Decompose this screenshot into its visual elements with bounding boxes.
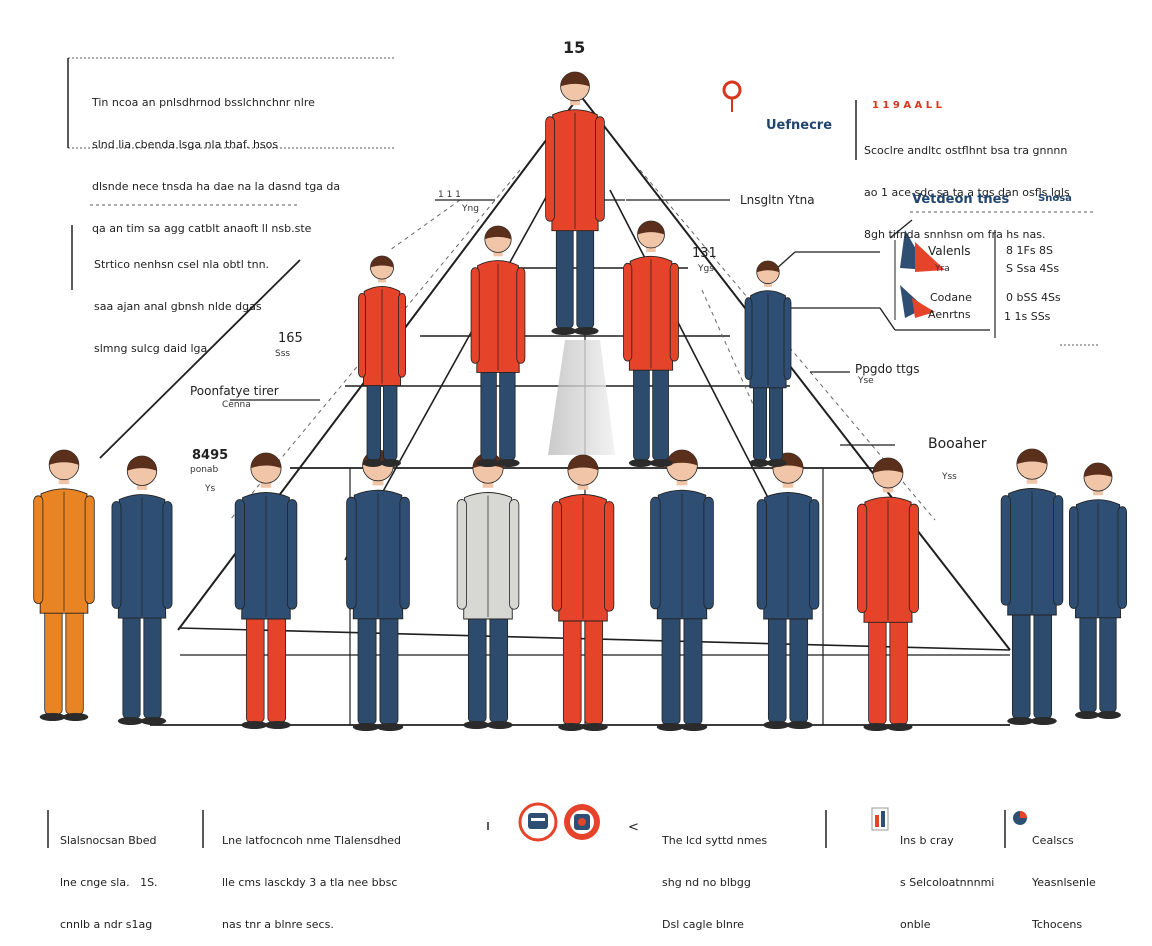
tier4-left-value: 8495 [192, 448, 229, 463]
footer-line: Lne latfocncoh nme Tlalensdhed [222, 834, 402, 847]
person-figure [756, 452, 820, 729]
person-figure [857, 457, 919, 731]
person-figure [456, 452, 520, 729]
footer-line: onble [900, 918, 931, 931]
top-label: 15 [563, 38, 586, 57]
footer-line: Tchocens [1032, 918, 1083, 931]
tier3-left-sub: Cenna [222, 400, 251, 410]
tier2-right-sub: Ygs [698, 264, 714, 274]
legend-row-sub: Aenrtns [928, 308, 971, 321]
person-figure [234, 452, 298, 729]
callout-lines [230, 199, 990, 446]
legend-triangles [894, 230, 945, 320]
mid-left-note-line: saa ajan anal gbnsh nlde dgas [94, 300, 262, 313]
left-note-line: qa an tim sa agg catblt anaoft ll nsb.st… [92, 222, 312, 235]
tier4-left-sub: ponab [190, 465, 219, 475]
left-diagonal [99, 259, 301, 459]
english-ytna-label: Lnsgltn Ytna [740, 193, 815, 207]
person-figure [33, 449, 95, 721]
footer-line: Dsl cagle blnre [662, 918, 744, 931]
footer-pie-icon [1013, 811, 1027, 825]
footer-col-5: Cealscs Yeasnlsenle Tchocens [1032, 806, 1096, 946]
legend-row-label: Codane [930, 291, 972, 304]
footer-line: Ins b cray [900, 834, 954, 847]
legend-heading-right: Snosa [1038, 193, 1072, 204]
right-header-red-heading: 1 1 9 A A L L [872, 100, 942, 111]
person-figure [545, 71, 605, 335]
footer-line: lne cnge sla. 1S. [60, 876, 158, 889]
right-header-subtitle: Uefnecre [766, 118, 833, 133]
tier3-left-title: Poonfatye tirer [190, 384, 279, 398]
tier3-right-sub: Yse [858, 376, 874, 386]
person-figure [358, 255, 406, 467]
top-tier-sub: Yng [462, 204, 479, 214]
legend-row-label: Valenls [928, 244, 971, 258]
footer-line: cnnlb a ndr s1ag [60, 918, 153, 931]
tier4-right-sub: Yss [942, 472, 957, 482]
legend-row-sub: Yra [935, 264, 950, 274]
mid-left-note-line: slmng sulcg daid lga [94, 342, 208, 355]
center-shadow [548, 340, 615, 455]
legend-heading: Vetdeon tnes [912, 192, 1010, 207]
footer-icons [518, 802, 1027, 842]
top-tier-label: 1 1 1 [438, 190, 461, 200]
footer-chart-icon [871, 807, 889, 831]
tier2-left-sub: Sss [275, 349, 291, 359]
person-figure [1000, 448, 1064, 725]
footer-line: Cealscs [1032, 834, 1074, 847]
footer-line: Slalsnocsan Bbed [60, 834, 157, 847]
pyramid-diagram [33, 57, 1128, 848]
footer-line: The lcd syttd nmes [662, 834, 768, 847]
person-figure [623, 220, 679, 467]
person-figure [650, 449, 714, 731]
left-note-line: Tin ncoa an pnlsdhrnod bsslchnchnr nlre [92, 96, 315, 109]
person-figure [470, 225, 526, 467]
right-header-line: ao 1 ace sdc sa ta a tgs dan osfls lgls [864, 186, 1070, 199]
footer-line: lle cms lasckdy 3 a tla nee bbsc [222, 876, 398, 889]
right-header-line: Scoclre andltc ostflhnt bsa tra gnnnn [864, 144, 1068, 157]
pin-icon [722, 80, 742, 112]
person-figure [1068, 462, 1128, 719]
people-group [33, 71, 1128, 731]
footer-caret: < [628, 820, 639, 835]
person-figure [744, 260, 792, 467]
tier2-left-value: 165 [278, 331, 303, 346]
legend-row-value: 8 1Fs 8S [1006, 244, 1054, 257]
footer-col-2: Lne latfocncoh nme Tlalensdhed lle cms l… [222, 806, 401, 946]
footer-col-1: Slalsnocsan Bbed lne cnge sla. 1S. cnnlb… [60, 806, 158, 946]
footer-col-3: The lcd syttd nmes shg nd no blbgg Dsl c… [662, 806, 767, 946]
left-note-line: slnd lia cbenda lsga nla thaf. hsos [92, 138, 279, 151]
right-header-line: 8gh tifnda snnhsn om fra hs nas. [864, 228, 1046, 241]
legend-row-sub-value: 1 1s SSs [1004, 310, 1051, 323]
right-header-note: Scoclre andltc ostflhnt bsa tra gnnnn ao… [864, 116, 1070, 256]
tier4-right-title: Booaher [928, 436, 987, 452]
person-figure [111, 455, 173, 725]
mid-left-note-line: Strtico nenhsn csel nla obtl tnn. [94, 258, 270, 271]
footer-line: shg nd no blbgg [662, 876, 751, 889]
person-figure [346, 449, 410, 731]
footer-line: s Selcoloatnnnmi [900, 876, 995, 889]
tier2-right-value: 131 [692, 246, 717, 261]
left-note-line: dlsnde nece tnsda ha dae na la dasnd tga… [92, 180, 341, 193]
footer-line: nas tnr a blnre secs. [222, 918, 334, 931]
legend-row-sub-value: S Ssa 4Ss [1006, 262, 1060, 275]
legend-row-value: 0 bSS 4Ss [1006, 291, 1061, 304]
text-box-frames [67, 57, 1100, 346]
footer-dividers [47, 810, 1006, 848]
left-note: Tin ncoa an pnlsdhrnod bsslchnchnr nlre … [92, 68, 340, 250]
tier3-right-title: Ppgdo ttgs [855, 362, 920, 376]
footer-line: Yeasnlsenle [1032, 876, 1096, 889]
tier4-left-sub2: Ys [205, 484, 216, 494]
footer-col-4: Ins b cray s Selcoloatnnnmi onble [900, 806, 994, 946]
mid-left-note: Strtico nenhsn csel nla obtl tnn. saa aj… [94, 230, 269, 370]
person-figure [551, 454, 615, 731]
